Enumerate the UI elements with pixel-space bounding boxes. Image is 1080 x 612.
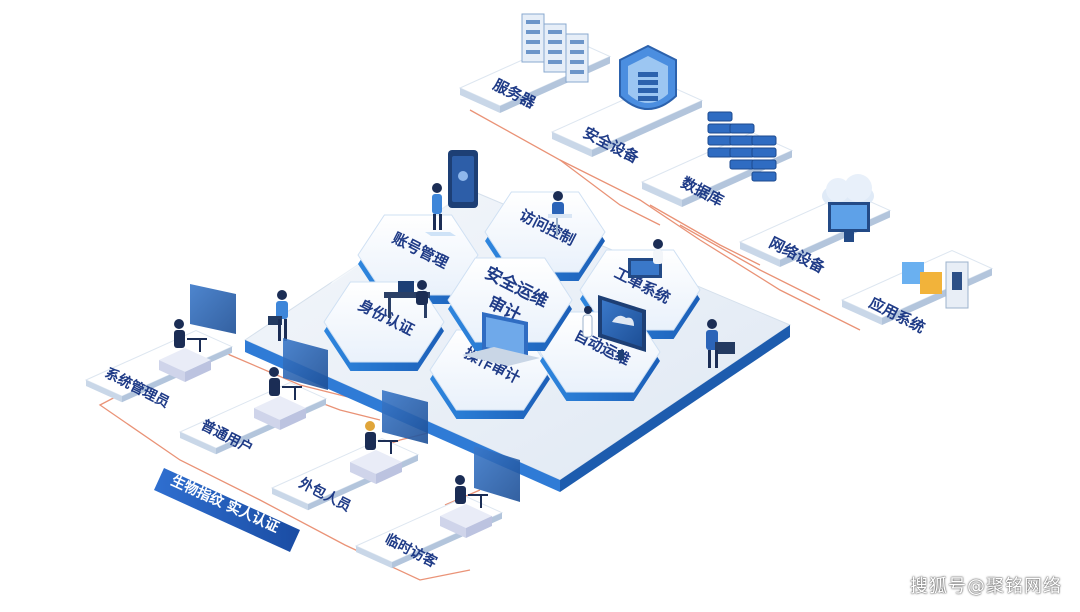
person-icon <box>268 290 288 341</box>
database-icon <box>707 111 777 182</box>
computer-icon <box>628 239 663 278</box>
seated-user-icon <box>254 367 306 430</box>
app-blocks-icon <box>902 261 969 309</box>
mobile-device-icon <box>448 150 478 208</box>
seated-user-icon <box>350 421 402 484</box>
figure-decorations <box>190 150 735 502</box>
seated-user-icon <box>440 475 492 538</box>
person-icon <box>425 183 456 236</box>
hex-identity-auth: 身份认证 <box>323 281 445 371</box>
user-normal: 普通用户 <box>178 381 328 457</box>
shield-icon <box>619 44 677 110</box>
desk-scene-icon <box>384 280 430 318</box>
laptop-icon <box>462 312 540 366</box>
cloud-monitor-icon <box>822 174 874 242</box>
user-sysadmin: 系统管理员 <box>84 329 234 411</box>
monitor-cloud-icon <box>582 295 646 360</box>
person-icon <box>706 319 735 368</box>
watermark: 搜狐号@聚铭网络 <box>910 576 1062 597</box>
access-panels <box>190 284 520 502</box>
user-contractor: 外包人员 <box>270 437 420 515</box>
seated-user-icon <box>159 319 211 382</box>
server-icon <box>521 13 589 83</box>
person-laptop-icon <box>548 191 572 236</box>
